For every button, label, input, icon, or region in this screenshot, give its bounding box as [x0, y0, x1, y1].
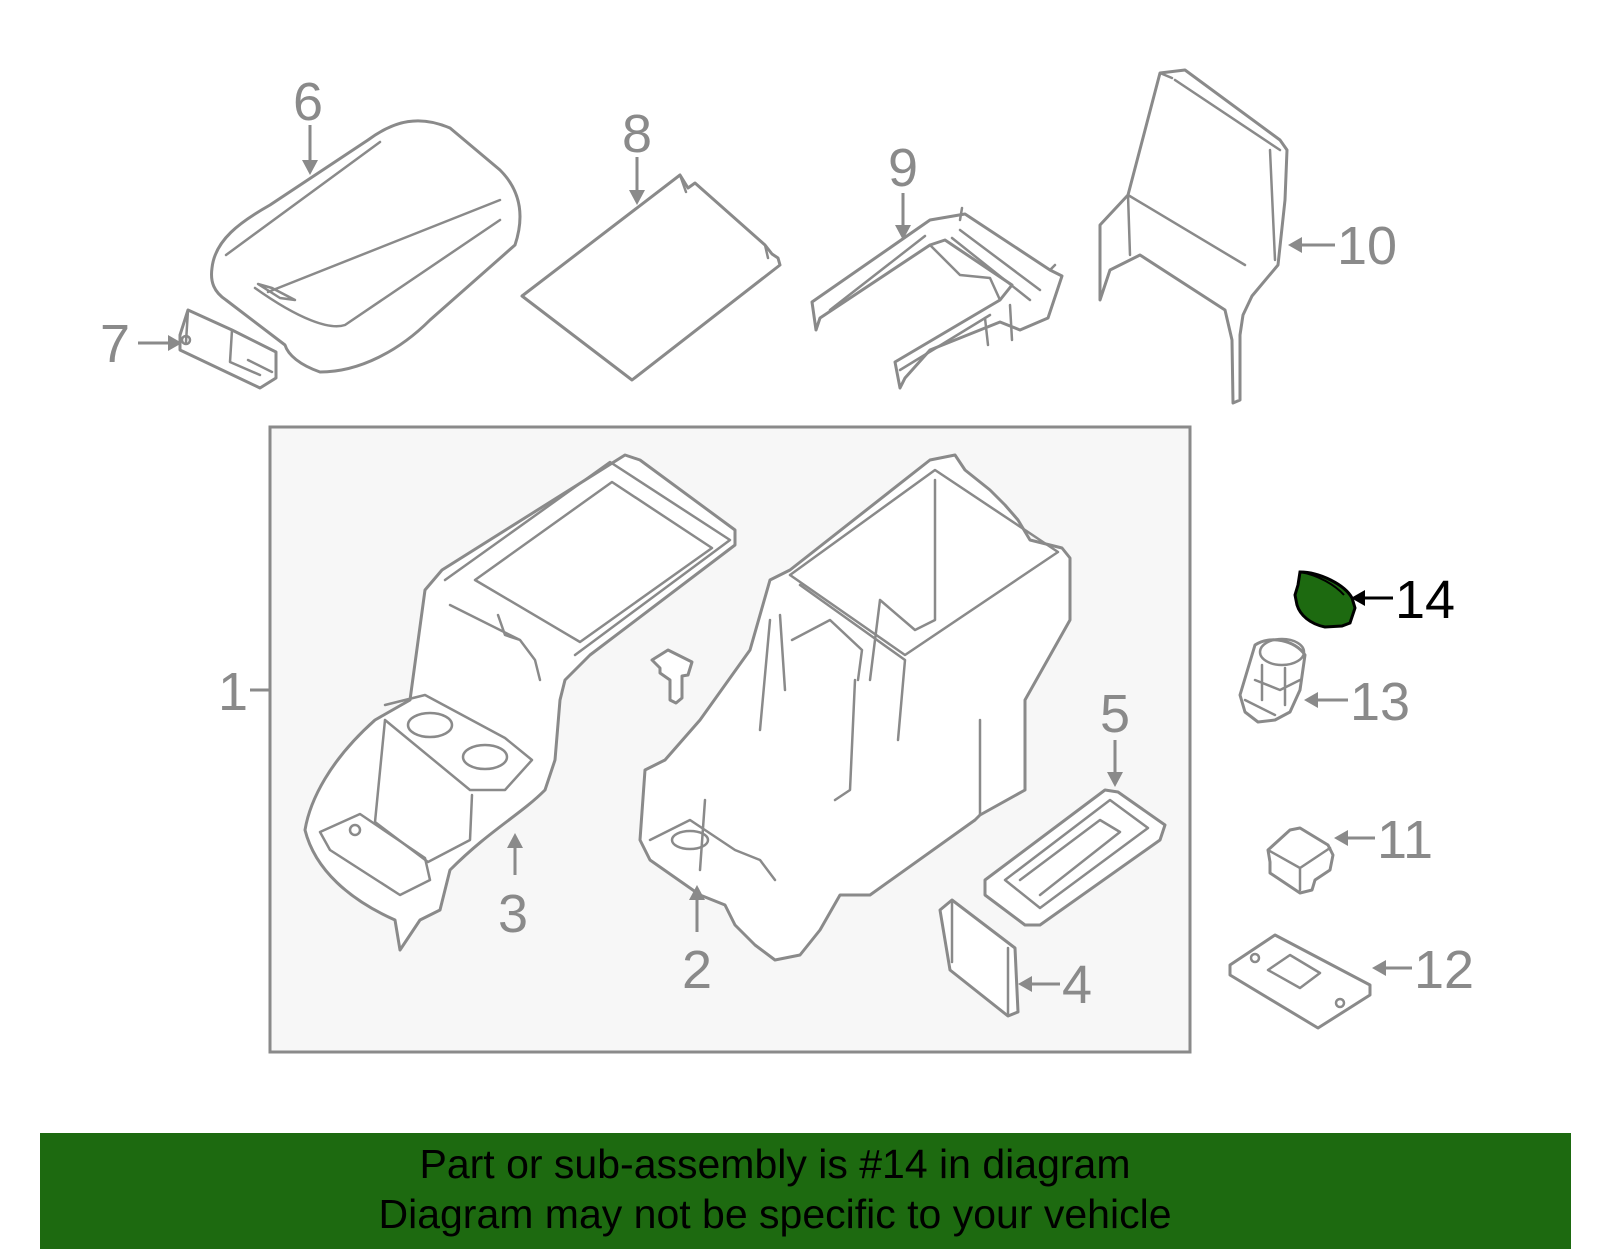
callout-1-label: 1 [218, 662, 248, 722]
callout-7: 7 [100, 314, 182, 374]
part-9-hinge[interactable] [810, 206, 1064, 390]
callout-1: 1 [218, 662, 270, 722]
callout-4-label: 4 [1062, 955, 1092, 1015]
part-2-rear-console[interactable] [638, 453, 1072, 962]
callout-2: 2 [682, 885, 712, 1000]
callout-12: 12 [1372, 940, 1474, 1000]
callout-6: 6 [293, 72, 323, 175]
part-14-cap[interactable] [1293, 570, 1357, 629]
callout-14-label: 14 [1395, 570, 1455, 630]
banner-line-2: Diagram may not be specific to your vehi… [378, 1191, 1172, 1237]
part-10-panel[interactable] [1098, 68, 1289, 405]
callout-6-label: 6 [293, 72, 323, 132]
footer-text: Part or sub-assembly is #14 in diagram D… [40, 1139, 1510, 1239]
callout-5-label: 5 [1100, 684, 1130, 744]
banner-line-1: Part or sub-assembly is #14 in diagram [419, 1141, 1131, 1187]
callout-5: 5 [1100, 684, 1130, 787]
part-8-mat[interactable] [520, 173, 782, 382]
callout-4: 4 [1018, 955, 1092, 1015]
callout-13-label: 13 [1350, 672, 1410, 732]
callout-2-label: 2 [682, 940, 712, 1000]
callout-8: 8 [622, 104, 652, 205]
clip[interactable] [650, 648, 694, 705]
callout-11-label: 11 [1377, 810, 1433, 870]
callout-13: 13 [1304, 672, 1410, 732]
callout-3: 3 [498, 833, 528, 944]
callout-9-label: 9 [888, 138, 918, 198]
part-4-panel[interactable] [938, 898, 1020, 1018]
callout-14: 14 [1351, 570, 1455, 630]
callout-10-label: 10 [1337, 216, 1397, 276]
part-13-socket[interactable] [1238, 637, 1307, 724]
callout-3-label: 3 [498, 884, 528, 944]
part-12-bezel[interactable] [1228, 933, 1372, 1030]
part-11-plug[interactable] [1266, 826, 1335, 895]
part-3-front-console[interactable] [303, 453, 737, 952]
footer-banner: Part or sub-assembly is #14 in diagram D… [40, 1133, 1571, 1249]
part-7-latch[interactable] [178, 308, 278, 390]
callout-7-label: 7 [100, 314, 130, 374]
callout-10: 10 [1288, 216, 1397, 276]
part-5-tray[interactable] [983, 788, 1167, 927]
callout-11: 11 [1334, 810, 1433, 870]
callout-8-label: 8 [622, 104, 652, 164]
part-6-armrest-lid[interactable] [210, 119, 522, 374]
callout-12-label: 12 [1414, 940, 1474, 1000]
callout-9: 9 [888, 138, 918, 240]
